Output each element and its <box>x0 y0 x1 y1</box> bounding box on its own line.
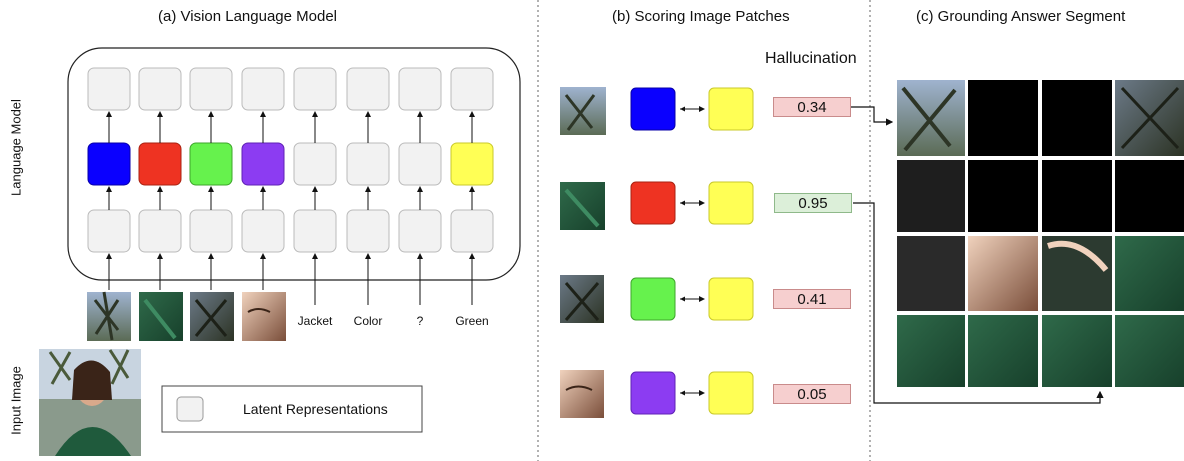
scoring-pairs <box>630 87 754 415</box>
legend-label: Latent Representations <box>243 401 388 417</box>
score-patch-4 <box>560 370 604 418</box>
panel-a-title: (a) Vision Language Model <box>158 8 338 25</box>
score-patch-2 <box>560 182 605 230</box>
token-jacket: Jacket <box>297 314 333 328</box>
patch-palm <box>190 292 234 341</box>
score-0: 0.34 <box>773 97 851 117</box>
panel-c-title: (c) Grounding Answer Segment <box>916 8 1126 25</box>
score-patch-1 <box>560 87 606 135</box>
token-green: Green <box>455 314 489 328</box>
pair-arrows <box>680 106 705 396</box>
latent-yellow <box>450 142 494 186</box>
token-color: Color <box>353 314 383 328</box>
patch-jacket <box>139 292 183 341</box>
scoring-patches <box>560 87 606 418</box>
latent-green <box>189 142 233 186</box>
legend-box <box>161 385 423 433</box>
input-image <box>39 349 141 456</box>
latent-red <box>138 142 182 186</box>
score-1: 0.95 <box>774 193 852 213</box>
patch-palm-sky <box>87 291 131 341</box>
connector-095 <box>853 202 1104 404</box>
legend-swatch <box>176 396 204 422</box>
latent-grid <box>87 67 494 253</box>
token-question: ? <box>416 314 424 328</box>
latent-blue <box>87 142 131 186</box>
connector-034 <box>851 106 894 126</box>
score-2: 0.41 <box>773 289 851 309</box>
grid-arrows <box>106 111 475 305</box>
patch-face <box>242 292 286 341</box>
panel-b-title: (b) Scoring Image Patches <box>612 8 790 25</box>
language-model-box <box>67 47 521 281</box>
latent-purple <box>241 142 285 186</box>
grounding-grid <box>897 80 1184 387</box>
score-3: 0.05 <box>773 384 851 404</box>
input-patches <box>87 291 286 341</box>
score-patch-3 <box>560 275 604 323</box>
hallucination-label: Hallucination <box>765 50 857 67</box>
